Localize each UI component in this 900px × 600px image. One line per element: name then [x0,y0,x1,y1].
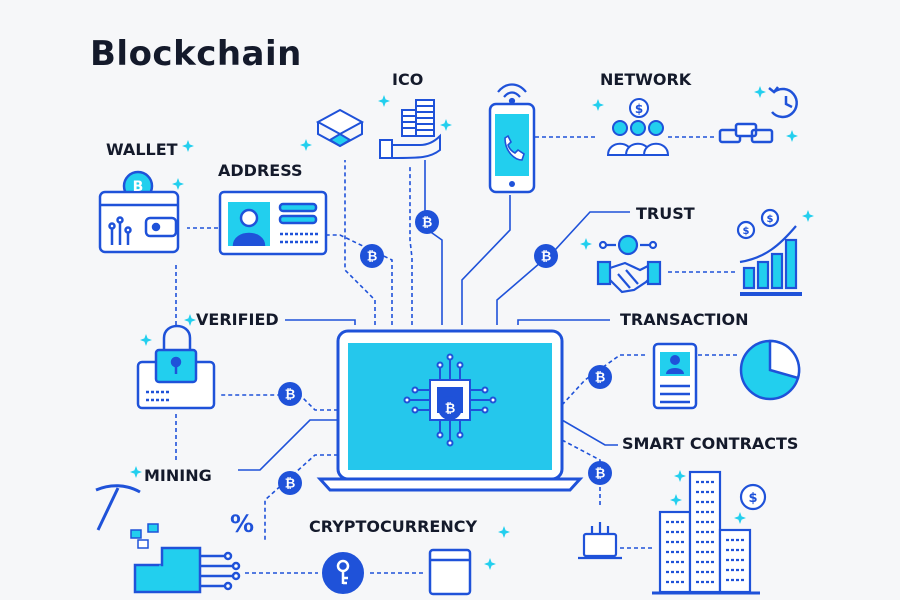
smartphone-icon [488,102,536,194]
bitcoin-badge-icon [278,471,302,495]
coins-hand-icon [379,99,441,159]
bitcoin-badge-icon [534,244,558,268]
circuit-block-icon [133,546,241,594]
label-smart-contracts: SMART CONTRACTS [622,434,799,453]
bitcoin-badge-icon [588,365,612,389]
blocks-icon [315,108,365,148]
id-card-icon [218,190,328,256]
dollar-coin-2: $ [767,214,774,225]
dollar-coin-1: $ [743,226,750,237]
bitcoin-badge-icon [278,382,302,406]
small-laptop-icon [578,522,622,560]
profile-card-icon [652,342,698,410]
percent-symbol: % [230,510,254,538]
browser-window-icon [428,548,472,596]
label-address: ADDRESS [218,161,303,180]
wallet-icon [98,170,180,254]
people-dollar-icon [606,98,670,156]
label-verified: VERIFIED [196,310,279,329]
pickaxe-icon [95,484,159,549]
handshake-icon [596,234,662,294]
label-wallet: WALLET [106,140,178,159]
label-trust: TRUST [636,204,695,223]
padlock-card-icon [136,324,216,410]
bitcoin-badge-icon [415,210,439,234]
label-network: NETWORK [600,70,692,89]
wifi-icon [497,83,527,105]
bitcoin-wallet-symbol: B [133,179,144,195]
label-transaction: TRANSACTION [620,310,749,329]
bitcoin-chip-center [438,396,462,420]
buildings-icon [652,470,767,595]
dollar-symbol-buildings: $ [748,491,757,506]
clock-history-icon [768,86,798,119]
bitcoin-badge-icon [588,461,612,485]
label-cryptocurrency: CRYPTOCURRENCY [309,517,478,536]
label-ico: ICO [392,70,424,89]
pie-chart-icon [739,339,801,401]
label-mining: MINING [144,466,212,485]
bitcoin-badge-icon [360,244,384,268]
dollar-symbol-network: $ [635,102,643,116]
chain-icon [718,122,774,144]
key-icon [322,552,364,594]
page-title: Blockchain [90,34,302,74]
growth-chart-icon [736,208,802,296]
